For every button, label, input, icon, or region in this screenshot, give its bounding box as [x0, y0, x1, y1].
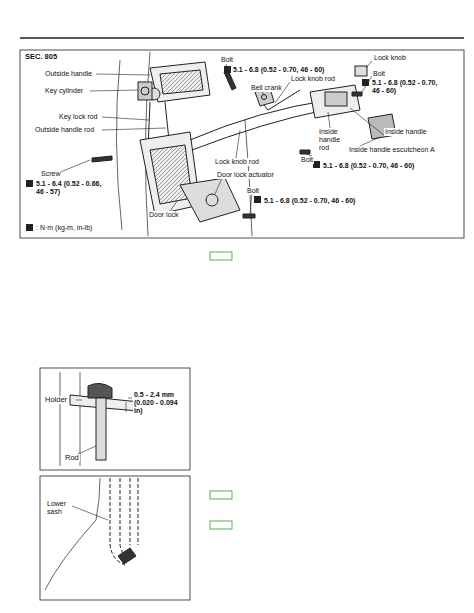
- lock-knob-rod: [192, 110, 325, 150]
- part-name: Bolt: [300, 156, 314, 164]
- outside-handle: [148, 62, 210, 102]
- torque-spec: 5.1 - 6.8 (0.52 - 0.70, 46 - 60): [232, 66, 325, 74]
- door-panel: [116, 52, 252, 236]
- part-name: Key cylinder: [44, 87, 84, 95]
- torque-spec: 5.1 - 6.8 (0.52 - 0.70, 46 - 60): [371, 79, 441, 95]
- figure-frame: [40, 368, 190, 470]
- figure-frame: [20, 50, 464, 238]
- part-name: Lock knob rod: [290, 75, 336, 83]
- part-name: Bolt: [220, 56, 234, 64]
- unit-legend: : N·m (kg-m, in-lb): [35, 224, 93, 232]
- inside-handle: [310, 85, 360, 118]
- part-name: Outside handle rod: [34, 126, 95, 134]
- lower-sash-illustration: [45, 478, 138, 590]
- part-name: Door lock: [148, 211, 180, 219]
- holder-rod-illustration: [60, 372, 150, 466]
- dimension: 0.5 - 2.4 mm (0.020 - 0.094 in): [133, 391, 189, 415]
- lock-knob: [355, 66, 367, 76]
- part-name: Key lock rod: [58, 113, 99, 121]
- part-name: Rod: [64, 454, 80, 462]
- part-name: Holder: [44, 396, 68, 404]
- door-lock-actuator: [180, 178, 240, 222]
- torque-spec: 5.1 - 6.8 (0.52 - 0.70, 46 - 60): [263, 197, 356, 205]
- key-cylinder: [138, 82, 152, 100]
- part-name: Lower sash: [46, 500, 72, 516]
- part-name: Lock knob: [373, 54, 407, 62]
- section-number: SEC. 805: [24, 53, 58, 61]
- bolts: [92, 70, 362, 218]
- part-name: Inside handle: [384, 128, 428, 136]
- torque-wrench-icon: [26, 66, 369, 231]
- part-name: Inside handle rod: [318, 128, 348, 152]
- part-name: Outside handle: [44, 70, 93, 78]
- reference-box: [210, 252, 232, 529]
- part-name: Bell crank: [250, 84, 283, 92]
- header-rule: [20, 37, 464, 39]
- part-name: Lock knob rod: [214, 158, 260, 166]
- part-name: Bolt: [372, 70, 386, 78]
- part-name: Inside handle escutcheon A: [348, 146, 436, 154]
- figure-frame: [40, 476, 190, 600]
- torque-spec: 5.1 - 6.4 (0.52 - 0.66, 46 - 57): [35, 180, 109, 196]
- part-name: Door lock actuator: [216, 171, 275, 179]
- part-name: Screw: [40, 170, 61, 178]
- part-name: Bolt: [246, 187, 260, 195]
- torque-spec: 5.1 - 6.8 (0.52 - 0.70, 46 - 60): [322, 162, 415, 170]
